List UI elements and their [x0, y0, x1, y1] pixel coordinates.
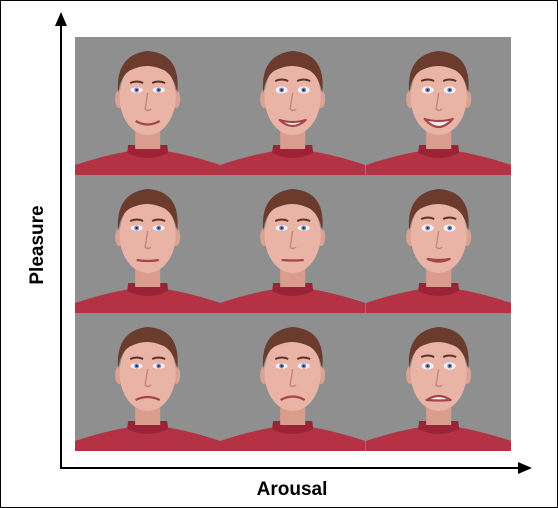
face-grid	[75, 37, 511, 451]
x-axis-line	[60, 467, 520, 469]
face-portrait	[75, 175, 220, 313]
x-axis-arrowhead	[518, 462, 532, 474]
face-portrait	[220, 313, 365, 451]
face-top-left	[75, 37, 220, 175]
face-portrait	[366, 313, 511, 451]
x-axis-label: Arousal	[257, 479, 328, 501]
face-portrait	[75, 313, 220, 451]
face-top-right	[366, 37, 511, 175]
y-axis-label: Pleasure	[27, 205, 49, 284]
face-middle-right	[366, 175, 511, 313]
face-portrait	[220, 37, 365, 175]
y-axis-line	[60, 24, 62, 468]
face-bottom-right	[366, 313, 511, 451]
face-bottom-middle	[220, 313, 365, 451]
face-middle-middle	[220, 175, 365, 313]
face-portrait	[366, 37, 511, 175]
face-middle-left	[75, 175, 220, 313]
face-portrait	[75, 37, 220, 175]
face-bottom-left	[75, 313, 220, 451]
face-portrait	[366, 175, 511, 313]
face-portrait	[220, 175, 365, 313]
face-top-middle	[220, 37, 365, 175]
